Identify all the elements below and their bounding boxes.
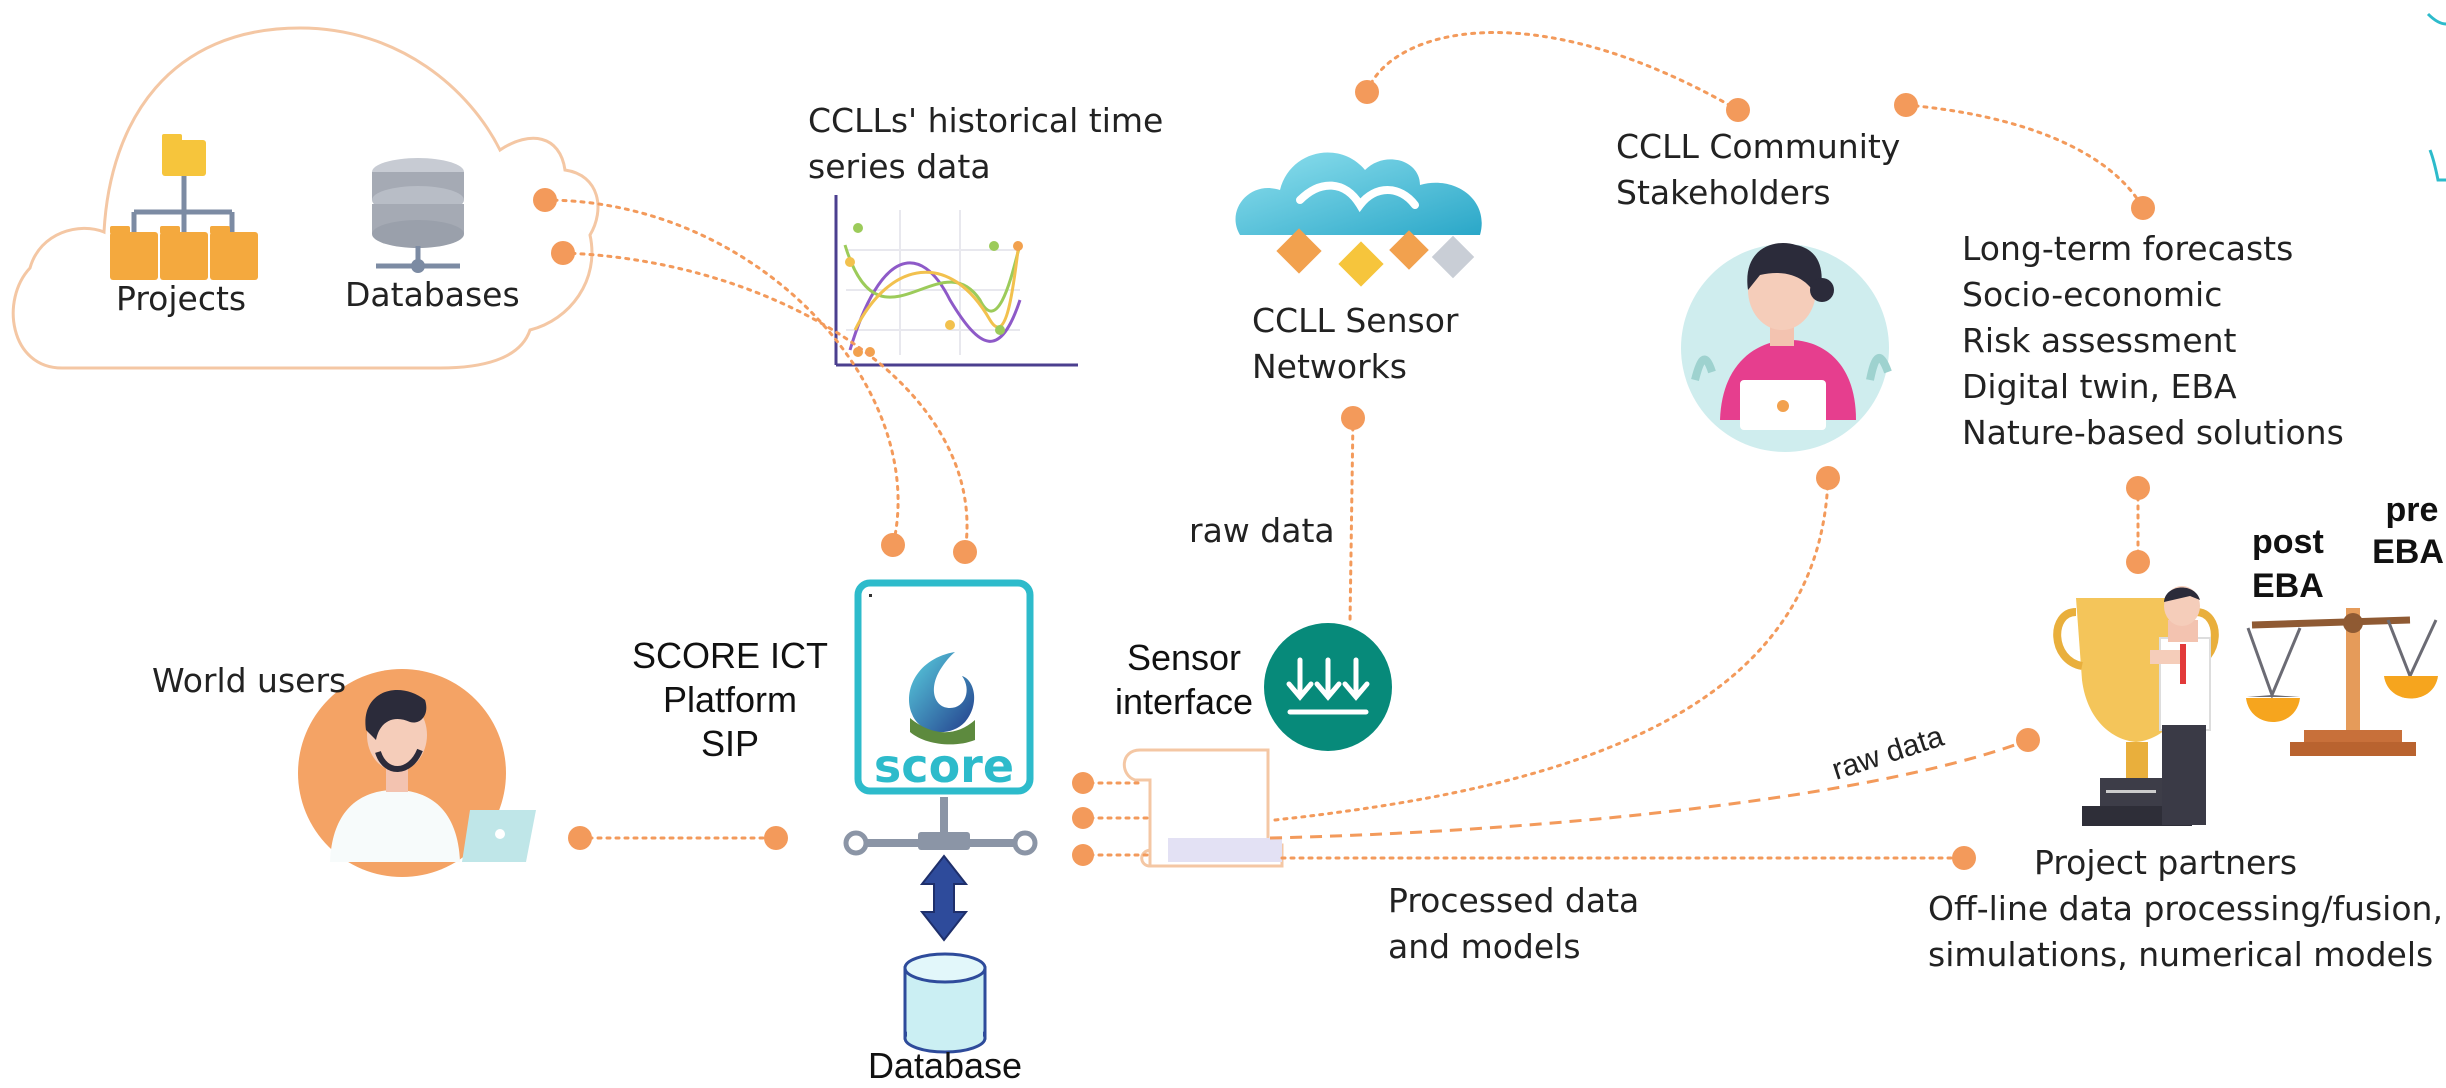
processed-label-line1: Processed data <box>1388 881 1640 920</box>
timeseries-title-line2: series data <box>808 147 991 186</box>
connector-endpoints <box>533 80 2155 870</box>
score-logo-icon <box>909 652 975 745</box>
post-eba-label-line2: EBA <box>2252 567 2324 605</box>
projects-folder-icon <box>110 134 258 280</box>
pre-eba-label-line1: pre <box>2385 491 2439 529</box>
processed-label-line2: and models <box>1388 927 1581 966</box>
databases-label: Databases <box>345 275 520 314</box>
decorative-teal-strokes <box>2426 12 2446 182</box>
sensor-networks-label-line1: CCLL Sensor <box>1252 301 1459 340</box>
sensor-interface-icon <box>1264 623 1392 751</box>
sensor-interface-label-line2: interface <box>1114 681 1254 722</box>
community-label-line1: CCLL Community <box>1616 127 1901 166</box>
service-item: Risk assessment <box>1962 321 2237 360</box>
partners-label-line1: Project partners <box>2034 843 2298 882</box>
timeseries-chart-icon <box>834 195 1078 367</box>
pre-eba-label-line2: EBA <box>2372 533 2444 571</box>
data-cloud-outline <box>11 26 600 370</box>
partners-label-line3: simulations, numerical models <box>1928 935 2434 974</box>
trophy-partner-icon <box>2053 586 2219 826</box>
service-item: Long-term forecasts <box>1962 229 2294 268</box>
timeseries-title-line1: CCLLs' historical time <box>808 101 1164 140</box>
partners-label-line2: Off-line data processing/fusion, <box>1928 889 2443 928</box>
platform-label-line1: SCORE ICT <box>631 635 828 676</box>
scroll-document-icon <box>1122 748 1284 868</box>
databases-stack-icon <box>372 158 464 273</box>
score-platform-box: score <box>854 579 1034 795</box>
world-users-label: World users <box>152 661 347 700</box>
sensor-interface-label-line1: Sensor <box>1126 637 1242 678</box>
double-arrow-icon <box>919 854 969 942</box>
post-eba-label-line1: post <box>2252 523 2324 561</box>
database-cylinder-icon <box>903 952 987 1054</box>
network-hub-icon <box>843 797 1038 856</box>
platform-label-line3: SIP <box>700 723 760 764</box>
service-item: Digital twin, EBA <box>1962 367 2237 406</box>
sensor-networks-label-line2: Networks <box>1252 347 1407 386</box>
community-stakeholder-avatar-icon <box>1681 242 1892 452</box>
database-label: Database <box>867 1045 1023 1086</box>
platform-label-line2: Platform <box>662 679 798 720</box>
raw-data-label-top: raw data <box>1189 511 1335 550</box>
world-user-avatar-icon <box>298 669 536 877</box>
service-item: Nature-based solutions <box>1962 413 2344 452</box>
raw-data-label-right: raw data <box>1828 720 1948 787</box>
score-logo-text: score <box>874 739 1014 793</box>
balance-scale-icon <box>2246 608 2438 756</box>
services-list: Long-term forecasts Socio-economic Risk … <box>1962 226 2344 456</box>
sensor-network-cloud-icon <box>1235 152 1482 287</box>
dotted-connectors <box>543 31 2145 860</box>
community-label-line2: Stakeholders <box>1616 173 1831 212</box>
service-item: Socio-economic <box>1962 275 2223 314</box>
projects-label: Projects <box>116 279 247 318</box>
